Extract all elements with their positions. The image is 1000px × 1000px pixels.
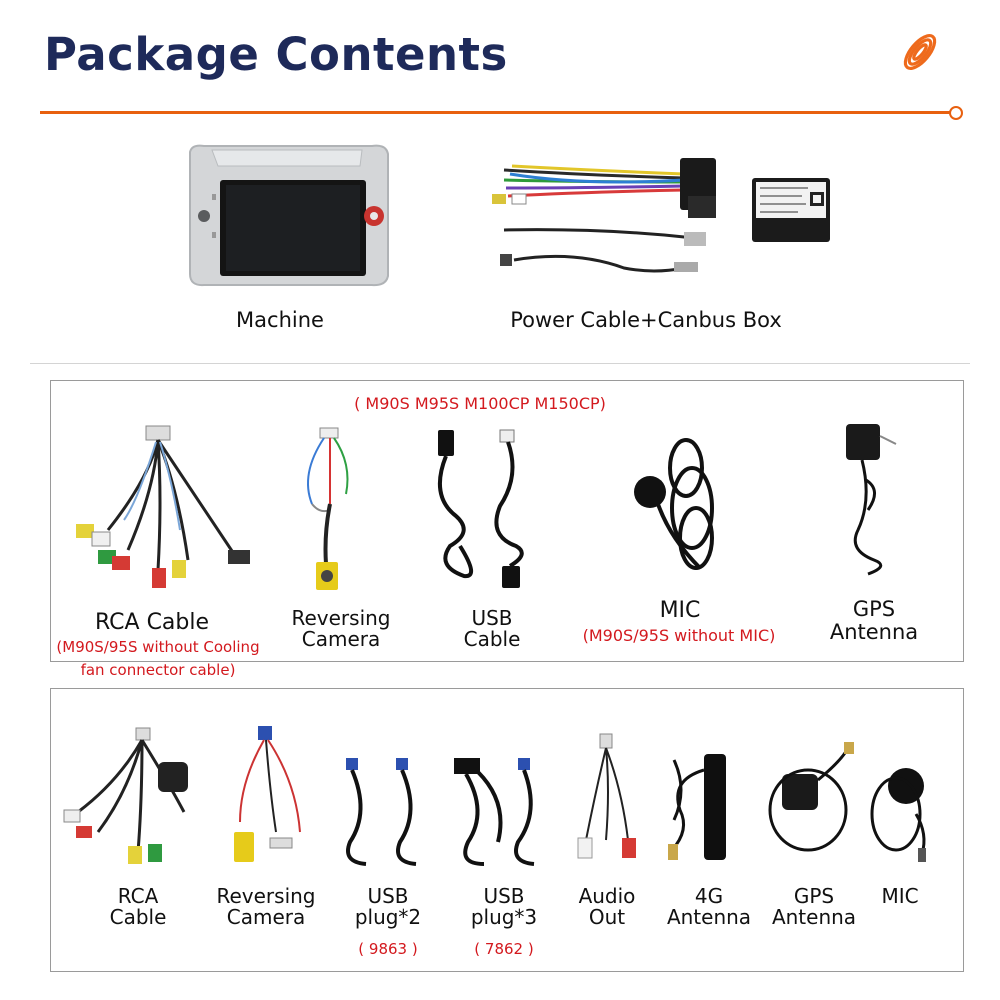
canbus-box-image bbox=[750, 174, 832, 244]
usb-plug-2-image bbox=[340, 752, 432, 872]
rca-cable-2-image bbox=[58, 722, 198, 872]
page-title: Package Contents bbox=[44, 28, 508, 81]
machine-image bbox=[182, 140, 396, 290]
reversing-camera-2-image bbox=[220, 722, 310, 872]
rca-cable-note: (M90S/95S without Cooling fan connector … bbox=[56, 638, 260, 679]
usb-plug-3-note: ( 7862 ) bbox=[474, 940, 534, 958]
gps-antenna-label: GPS Antenna bbox=[829, 597, 919, 644]
gps-antenna-2-image bbox=[762, 740, 862, 860]
rca-cable-label: RCA Cable bbox=[94, 610, 210, 635]
usb-cable-image bbox=[430, 426, 546, 596]
mic-note: (M90S/95S without MIC) bbox=[582, 626, 776, 645]
reversing-camera-image bbox=[290, 424, 380, 600]
accessories-box-other-series bbox=[50, 688, 964, 972]
mic-2-image bbox=[862, 744, 942, 864]
machine-label: Machine bbox=[236, 308, 324, 332]
reversing-camera-label: Reversing Camera bbox=[291, 606, 391, 651]
section-divider bbox=[30, 363, 970, 364]
mic-label: MIC bbox=[659, 598, 701, 623]
power-cable-image bbox=[484, 150, 744, 280]
usb-cable-label: USB Cable bbox=[463, 606, 521, 651]
orange-spiral-logo-icon bbox=[896, 28, 944, 76]
header-rule-dot bbox=[949, 106, 963, 120]
mic-2-label: MIC bbox=[881, 884, 919, 908]
rca-cable-image bbox=[68, 420, 258, 600]
4g-antenna-image bbox=[660, 740, 740, 864]
models-note: ( M90S M95S M100CP M150CP) bbox=[354, 394, 606, 413]
accessories-box-m-series bbox=[50, 380, 964, 662]
usb-plug-2-note: ( 9863 ) bbox=[358, 940, 418, 958]
gps-antenna-image bbox=[838, 420, 902, 580]
power-cable-canbus-label: Power Cable+Canbus Box bbox=[510, 308, 782, 332]
usb-plug-3-image bbox=[448, 752, 554, 872]
audio-out-image bbox=[566, 730, 648, 872]
mic-image bbox=[630, 428, 730, 584]
header-rule bbox=[40, 111, 952, 114]
